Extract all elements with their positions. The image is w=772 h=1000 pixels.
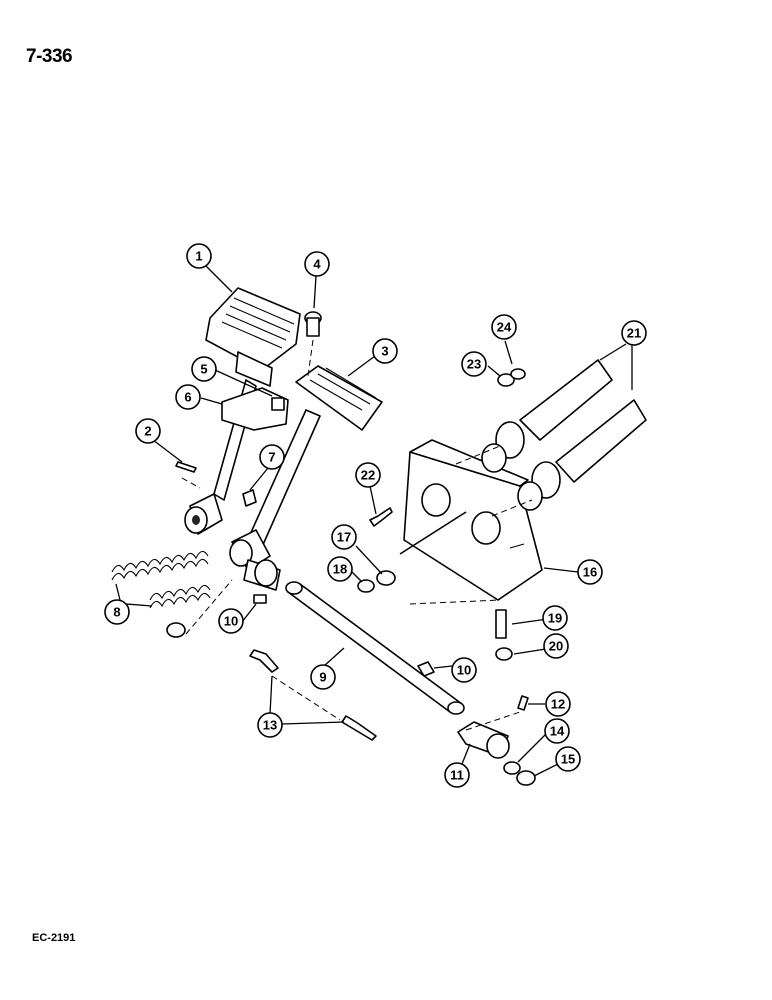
cylinder-nut [510, 368, 526, 380]
bracket-bolt [369, 507, 393, 527]
pedal-nut [166, 622, 186, 638]
shoulder-bolts [249, 649, 377, 741]
callout-9: 9 [310, 664, 336, 690]
callout-20: 20 [543, 633, 569, 659]
page-number: 7-336 [26, 46, 73, 67]
right-brake-pedal [229, 365, 383, 591]
callout-10-lower: 10 [451, 657, 477, 683]
assembly-guide-lines [181, 339, 533, 731]
callout-5: 5 [191, 356, 217, 382]
callout-16: 16 [577, 559, 603, 585]
callout-1: 1 [186, 243, 212, 269]
callout-19: 19 [542, 605, 568, 631]
return-springs [111, 550, 211, 609]
callout-12: 12 [545, 691, 571, 717]
svg-text:22: 22 [361, 468, 375, 483]
svg-text:2: 2 [144, 424, 151, 439]
spring-pin [517, 695, 529, 711]
callout-24: 24 [491, 314, 517, 340]
grease-fitting [242, 489, 257, 507]
callout-10-upper: 10 [218, 608, 244, 634]
svg-text:5: 5 [200, 362, 207, 377]
callout-14: 14 [544, 718, 570, 744]
callout-23: 23 [461, 351, 487, 377]
svg-text:23: 23 [467, 357, 481, 372]
callout-17: 17 [331, 524, 357, 550]
callout-3: 3 [372, 338, 398, 364]
svg-text:7: 7 [268, 450, 275, 465]
svg-text:18: 18 [333, 562, 347, 577]
callout-15: 15 [555, 746, 581, 772]
svg-text:19: 19 [548, 611, 562, 626]
mounting-bolt [495, 609, 507, 639]
callout-13: 13 [257, 712, 283, 738]
bracket-nut [357, 579, 375, 593]
washer [503, 761, 521, 775]
svg-text:14: 14 [550, 724, 565, 739]
svg-text:9: 9 [319, 670, 326, 685]
svg-text:1: 1 [195, 249, 202, 264]
svg-text:15: 15 [561, 752, 575, 767]
callout-21: 21 [621, 320, 647, 346]
cross-shaft-lever [457, 721, 510, 759]
callout-6: 6 [175, 384, 201, 410]
svg-text:3: 3 [381, 344, 388, 359]
callout-4: 4 [304, 251, 330, 277]
pedal-latch-plate [221, 387, 289, 431]
woodruff-key-lower [417, 661, 435, 677]
figure-code: EC-2191 [32, 932, 76, 944]
lever-nut [516, 770, 536, 786]
roll-pin [175, 461, 197, 473]
svg-text:11: 11 [450, 768, 464, 783]
svg-text:8: 8 [113, 605, 120, 620]
svg-text:6: 6 [184, 390, 191, 405]
callout-11: 11 [444, 762, 470, 788]
svg-text:10: 10 [224, 614, 238, 629]
svg-text:12: 12 [551, 697, 565, 712]
callout-8: 8 [104, 599, 130, 625]
svg-text:20: 20 [549, 639, 563, 654]
cylinder-washer [497, 373, 515, 387]
svg-text:21: 21 [627, 326, 641, 341]
svg-text:17: 17 [337, 530, 351, 545]
svg-text:16: 16 [583, 565, 597, 580]
callout-22: 22 [355, 462, 381, 488]
callout-18: 18 [327, 556, 353, 582]
master-cylinder-bracket [399, 439, 543, 601]
svg-text:4: 4 [313, 257, 321, 272]
svg-text:10: 10 [457, 663, 471, 678]
bracket-washer [376, 570, 396, 586]
svg-text:13: 13 [263, 718, 277, 733]
callout-2: 2 [135, 418, 161, 444]
latch-pin [304, 311, 322, 337]
woodruff-key-upper [253, 594, 267, 604]
master-cylinders [481, 359, 647, 511]
cross-shaft [285, 581, 465, 715]
mounting-washer [495, 647, 513, 661]
svg-text:24: 24 [497, 320, 512, 335]
callout-7: 7 [259, 444, 285, 470]
